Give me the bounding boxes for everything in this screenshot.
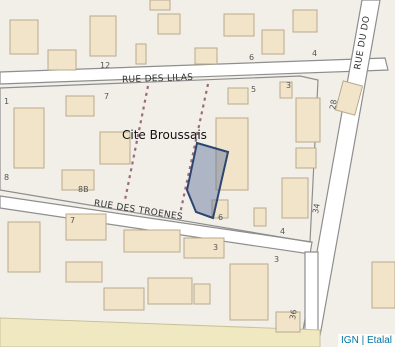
- building: [295, 97, 321, 143]
- road-bottom-main: [0, 317, 321, 347]
- footpath: [123, 85, 150, 201]
- building: [371, 261, 395, 309]
- house-number: 7: [70, 216, 75, 225]
- house-number: 6: [218, 213, 223, 222]
- building: [147, 277, 193, 305]
- house-number: 3: [286, 81, 291, 90]
- building: [281, 177, 309, 219]
- house-number: 12: [100, 61, 110, 70]
- building: [61, 169, 95, 191]
- building: [135, 43, 147, 65]
- building: [103, 287, 145, 311]
- building: [7, 221, 41, 273]
- building: [193, 283, 211, 305]
- selected-parcel[interactable]: [185, 141, 230, 220]
- building: [253, 207, 267, 227]
- house-number: 4: [312, 49, 317, 58]
- building: [65, 261, 103, 283]
- building: [65, 95, 95, 117]
- building: [279, 81, 293, 99]
- building: [229, 263, 269, 321]
- map-attribution: IGN | Etalal: [338, 334, 395, 347]
- building: [227, 87, 249, 105]
- building: [194, 47, 218, 65]
- building: [292, 9, 318, 33]
- house-number: 34: [311, 203, 322, 215]
- building: [99, 131, 131, 165]
- attribution-link-ign[interactable]: IGN: [341, 335, 359, 346]
- building: [123, 229, 181, 253]
- street-label-rue-des-lilas: RUE DES LILAS: [122, 73, 194, 85]
- attribution-separator: |: [361, 335, 365, 346]
- building: [13, 107, 45, 169]
- house-number: 4: [280, 227, 285, 236]
- building: [9, 19, 39, 55]
- road-rue-des-lilas: [0, 57, 389, 85]
- house-number: 36: [288, 309, 299, 321]
- building: [157, 13, 181, 35]
- house-number: 3: [274, 255, 279, 264]
- building: [275, 311, 301, 333]
- house-number: 3: [213, 243, 218, 252]
- road-side-street: [304, 251, 319, 347]
- building: [89, 15, 117, 57]
- house-number: 6: [249, 53, 254, 62]
- house-number: 7: [104, 92, 109, 101]
- house-number: 8B: [78, 185, 89, 194]
- building: [47, 49, 77, 71]
- building: [295, 147, 317, 169]
- house-number: 5: [251, 85, 256, 94]
- footpath: [178, 83, 210, 215]
- building: [183, 237, 225, 259]
- building: [334, 80, 364, 116]
- place-label: Cite Broussais: [122, 128, 207, 142]
- building: [261, 29, 285, 55]
- house-number: 28: [328, 99, 339, 111]
- house-number: 1: [4, 97, 9, 106]
- attribution-link-etalab[interactable]: Etalal: [366, 335, 392, 346]
- building: [149, 0, 171, 11]
- house-number: 8: [4, 173, 9, 182]
- building: [223, 13, 255, 37]
- building: [65, 213, 107, 241]
